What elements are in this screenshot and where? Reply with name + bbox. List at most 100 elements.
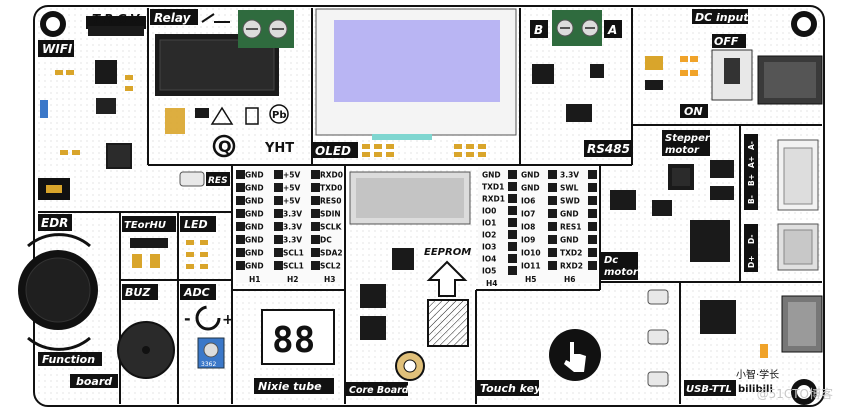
h5-pin-label: IO6 xyxy=(521,197,535,206)
h5-pin-label: IO7 xyxy=(521,210,535,219)
qc-logo: Q xyxy=(218,137,232,156)
h6-pin[interactable] xyxy=(588,248,597,257)
h5-pin[interactable] xyxy=(548,170,557,179)
yht-logo-text: YHT xyxy=(264,141,294,156)
nixie-module: 88 Nixie tube xyxy=(254,309,335,394)
h6-pin[interactable] xyxy=(588,261,597,270)
h3-pin[interactable] xyxy=(311,209,320,218)
relay-module: Relay Q Pb YHT xyxy=(150,9,294,158)
h4-pin[interactable] xyxy=(508,230,517,239)
adc-module: ADC - + 3362 xyxy=(180,284,234,369)
h3-pin-label: SCLK xyxy=(320,223,343,232)
led-module: LED xyxy=(180,216,216,269)
h3-pin[interactable] xyxy=(311,261,320,270)
h6-pin[interactable] xyxy=(588,183,597,192)
h6-pin[interactable] xyxy=(588,209,597,218)
h3-pin[interactable] xyxy=(311,235,320,244)
h3-pin-label: SCL2 xyxy=(320,262,341,271)
h6-pin[interactable] xyxy=(588,235,597,244)
h1-pin[interactable] xyxy=(236,170,245,179)
h4-pin[interactable] xyxy=(508,218,517,227)
h5-pin[interactable] xyxy=(548,183,557,192)
h6-pin-label: GND xyxy=(560,210,579,219)
header-h1-h3: GNDGNDGNDGNDGNDGNDGNDGNDH1+5V+5V+5V3.3V3… xyxy=(236,167,343,284)
h1-pin[interactable] xyxy=(236,248,245,257)
h1-pin[interactable] xyxy=(236,235,245,244)
plus-icon: + xyxy=(222,312,234,328)
rs485-module: B A RS485 xyxy=(530,10,632,157)
h2-pin-label: 3.3V xyxy=(283,210,302,219)
h3-pin-label: DC xyxy=(320,236,332,245)
h5-pin[interactable] xyxy=(548,235,557,244)
h3-pin-label: SDA2 xyxy=(320,249,343,258)
teorhu-module: TEorHU xyxy=(122,216,176,268)
h4-pin-label: TXD1 xyxy=(482,183,504,192)
h5-pin[interactable] xyxy=(548,248,557,257)
dc-input-module: DC input OFF ON xyxy=(645,9,823,118)
rs485-b-label: B xyxy=(534,23,543,37)
push-button-2[interactable] xyxy=(647,329,669,345)
minus-icon: - xyxy=(184,309,191,328)
dc-motor-label-2: motor xyxy=(604,267,639,278)
h3-pin[interactable] xyxy=(311,196,320,205)
rs485-label: RS485 xyxy=(587,142,630,156)
push-button-1[interactable] xyxy=(647,289,669,305)
h6-pin-label: SWL xyxy=(560,184,579,193)
h4-pin[interactable] xyxy=(508,206,517,215)
h3-pin[interactable] xyxy=(311,248,320,257)
h5-pin[interactable] xyxy=(548,222,557,231)
h1-pin[interactable] xyxy=(236,209,245,218)
h4-pin[interactable] xyxy=(508,194,517,203)
h5-pin-label: IO9 xyxy=(521,236,535,245)
h5-pin[interactable] xyxy=(548,209,557,218)
push-button-3[interactable] xyxy=(647,371,669,387)
h5-pin[interactable] xyxy=(548,261,557,270)
h2-pin[interactable] xyxy=(274,196,283,205)
h4-pin[interactable] xyxy=(508,242,517,251)
h3-pin-label: SDIN xyxy=(320,210,341,219)
h4-pin[interactable] xyxy=(508,182,517,191)
h6-pin[interactable] xyxy=(588,222,597,231)
h3-title: H3 xyxy=(324,275,336,284)
h2-pin[interactable] xyxy=(274,248,283,257)
wifi-label: WIFI xyxy=(42,42,73,56)
reset-button[interactable] xyxy=(179,171,205,187)
h3-pin[interactable] xyxy=(311,170,320,179)
h5-pin[interactable] xyxy=(548,196,557,205)
h1-pin[interactable] xyxy=(236,196,245,205)
stepper-pin-a-minus: A- xyxy=(747,141,756,150)
h1-pin[interactable] xyxy=(236,222,245,231)
h2-pin-label: +5V xyxy=(283,197,301,206)
h2-pin[interactable] xyxy=(274,183,283,192)
hand-pointer-icon xyxy=(564,342,586,372)
h4-pin[interactable] xyxy=(508,266,517,275)
h1-pin[interactable] xyxy=(236,183,245,192)
h6-pin-label: RES1 xyxy=(560,223,582,232)
section-dividers xyxy=(38,8,822,404)
h1-pin-label: GND xyxy=(245,210,264,219)
h4-pin[interactable] xyxy=(508,254,517,263)
h4-pin-label: IO0 xyxy=(482,207,496,216)
core-board-module: EEPROM Core Board xyxy=(346,171,471,396)
h5-pin-label: IO11 xyxy=(521,262,541,271)
h2-pin[interactable] xyxy=(274,209,283,218)
h2-title: H2 xyxy=(287,275,299,284)
stepper-motor-module: Stepper motor A- A+ B+ B- xyxy=(662,130,819,211)
dcmotor-pin-d-plus: D+ xyxy=(747,255,756,268)
push-buttons xyxy=(647,289,669,387)
h2-pin[interactable] xyxy=(274,235,283,244)
dcmotor-pin-d-minus: D- xyxy=(747,235,756,244)
h5-pin-label: GND xyxy=(521,184,540,193)
h6-pin[interactable] xyxy=(588,196,597,205)
core-board-label: Core Board xyxy=(349,385,409,396)
h1-pin[interactable] xyxy=(236,261,245,270)
h2-pin[interactable] xyxy=(274,170,283,179)
h4-pin[interactable] xyxy=(508,170,517,179)
h6-pin[interactable] xyxy=(588,170,597,179)
h3-pin[interactable] xyxy=(311,222,320,231)
h2-pin[interactable] xyxy=(274,222,283,231)
h1-pin-label: GND xyxy=(245,184,264,193)
xiaozhi-label: 小智·学长 xyxy=(736,368,779,381)
h2-pin[interactable] xyxy=(274,261,283,270)
h3-pin[interactable] xyxy=(311,183,320,192)
